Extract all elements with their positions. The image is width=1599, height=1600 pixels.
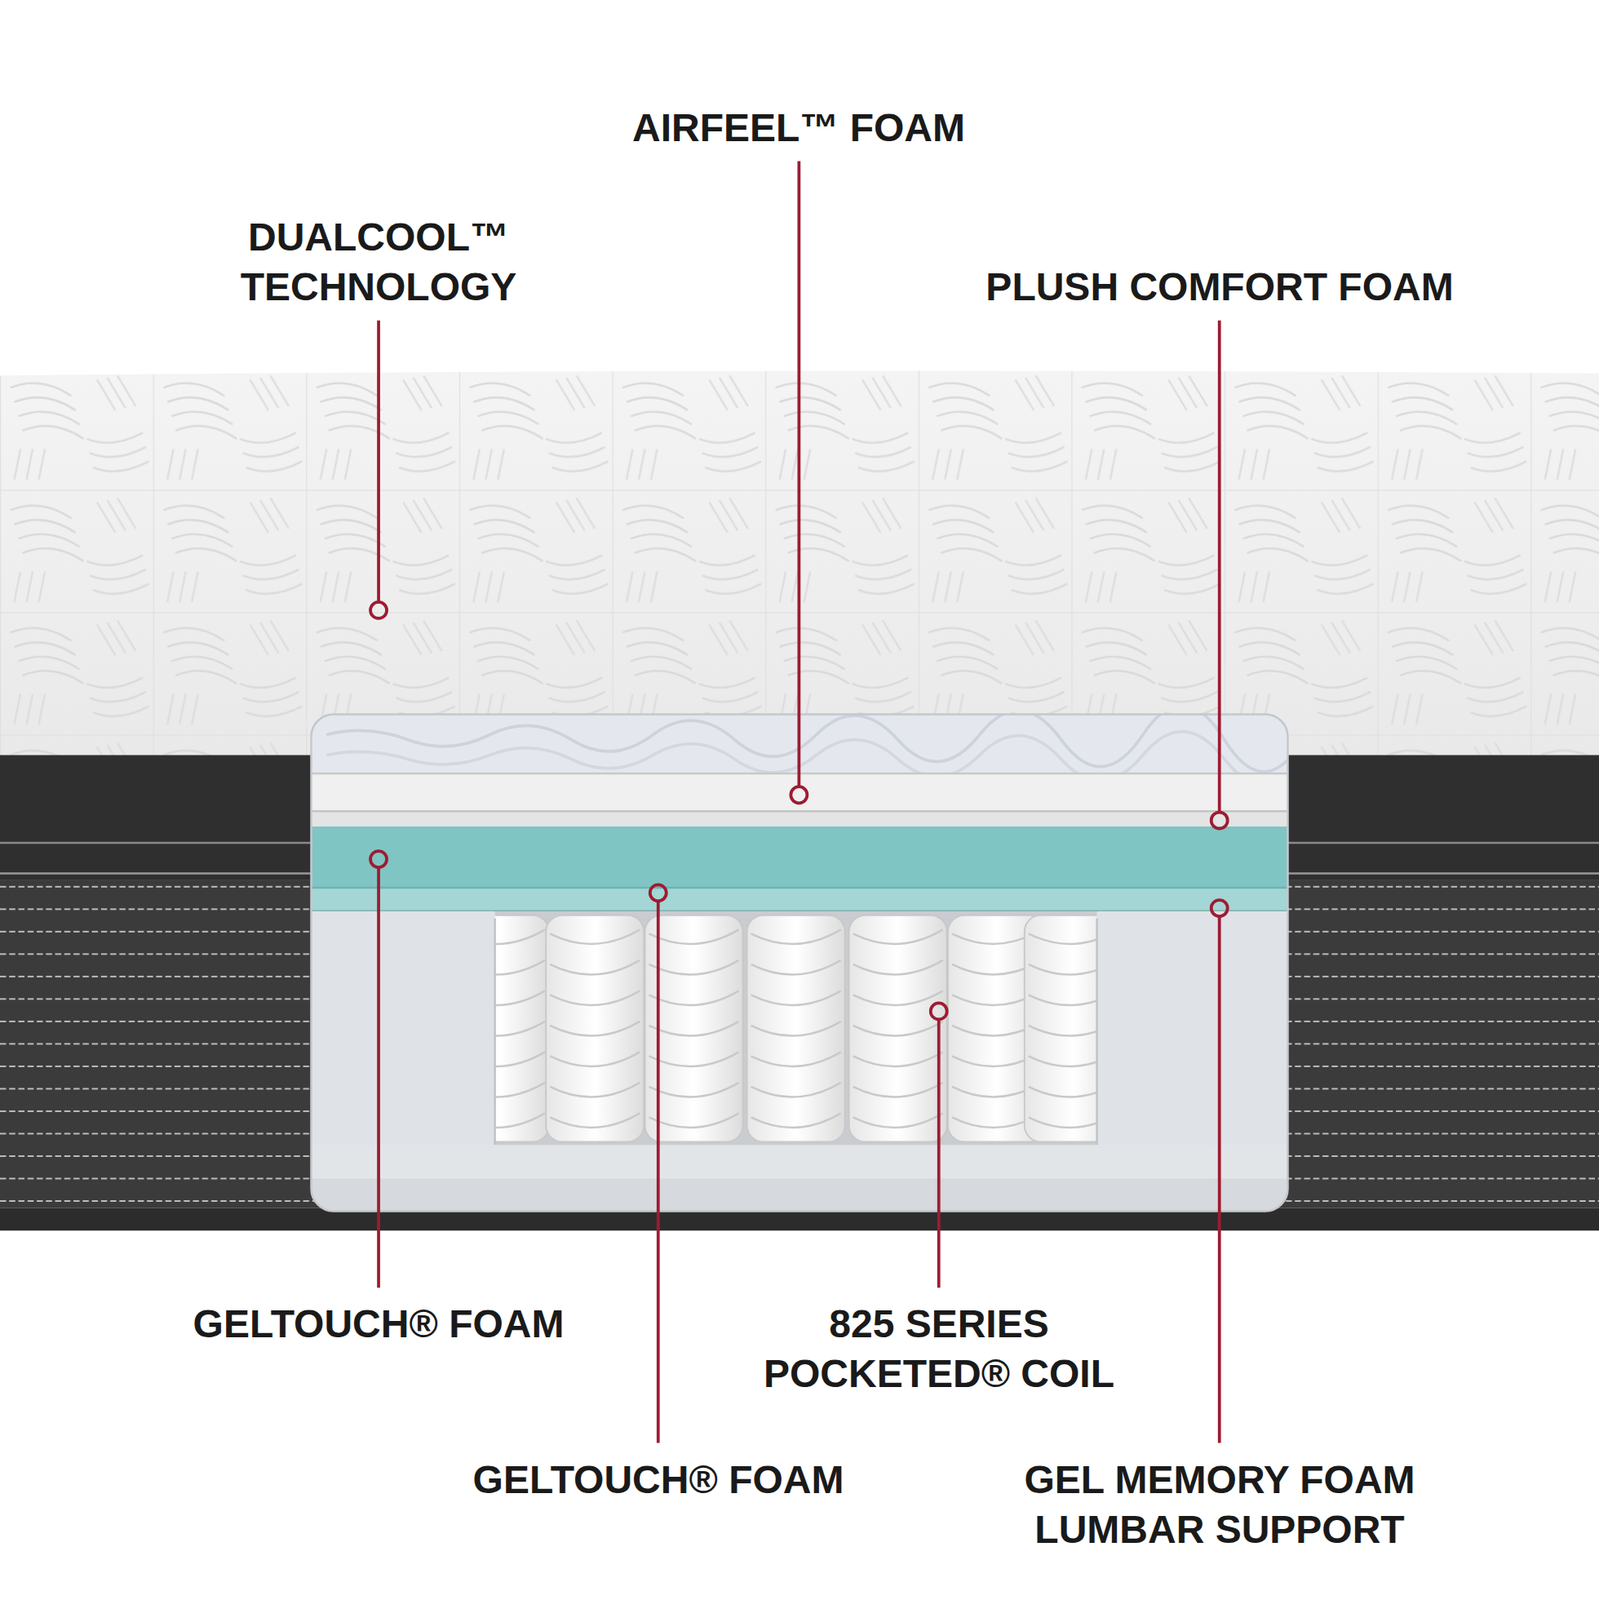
coil-band [649,1112,740,1128]
pocketed-coil [849,915,948,1143]
coil-band [549,1082,640,1098]
coil-band [853,960,944,975]
coil-band [549,1112,640,1128]
part-label: 825 SERIES POCKETED® COIL [743,1298,1135,1399]
coil-band [649,1051,740,1067]
coil-band [649,1021,740,1037]
coil-band [853,1051,944,1067]
part-label: GELTOUCH® FOAM [125,1298,632,1349]
coil-band [549,960,640,975]
part-label: PLUSH COMFORT FOAM [934,261,1506,312]
coil-band [853,1112,944,1128]
part-label: GELTOUCH® FOAM [405,1454,912,1505]
coil-band [853,1082,944,1098]
coil-band [751,1051,842,1067]
coil-band [649,1082,740,1098]
coil-band [751,1112,842,1128]
coil-band [549,990,640,1006]
coil-band [853,929,944,944]
part-label: AIRFEEL™ FOAM [431,102,1166,153]
coil-band [549,929,640,944]
leader-lines [370,161,1228,1444]
coil-band [549,1051,640,1067]
coil-band [751,1021,842,1037]
pocketed-coil [545,915,644,1143]
coil-band [751,1082,842,1098]
coil-band [549,1021,640,1037]
pocketed-coil [747,915,846,1143]
coil-band [751,929,842,944]
coil-band [853,990,944,1006]
coil-band [649,990,740,1006]
coil-band [649,960,740,975]
part-label: GEL MEMORY FOAM LUMBAR SUPPORT [1015,1454,1424,1555]
coil-band [853,1021,944,1037]
part-label: DUALCOOL™ TECHNOLOGY [215,212,542,312]
coil-band [751,990,842,1006]
coil-band [751,960,842,975]
coil-band [649,929,740,944]
